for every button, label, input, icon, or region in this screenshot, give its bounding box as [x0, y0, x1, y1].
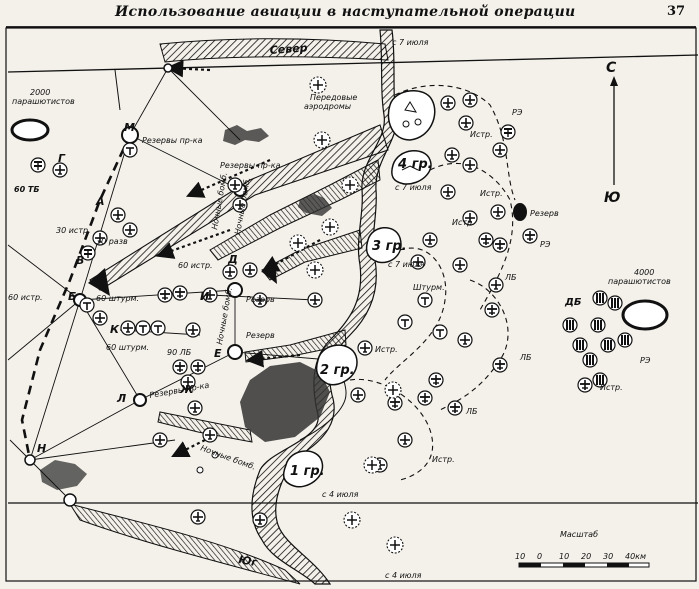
- label-re-1: РЭ: [512, 108, 523, 117]
- airfield-l: [133, 393, 147, 407]
- airfield-north: [163, 63, 173, 73]
- airfield-letter-g: Г: [58, 152, 66, 165]
- label-istr-r3: Истр.: [452, 218, 475, 227]
- front-band-north: [159, 38, 389, 63]
- label-lb-r3: ЛБ: [465, 407, 478, 416]
- label-night-l: Ночные бомб.: [199, 443, 257, 471]
- label-istr-dd: 60 истр.: [178, 261, 213, 270]
- scale-tick-label: 30: [603, 552, 613, 561]
- label-rezervy-d: Резервы пр-ка: [220, 161, 281, 170]
- label-razv-a: 30 разв: [96, 237, 128, 246]
- airfield-e: [227, 344, 243, 360]
- scale-label: Масштаб: [560, 530, 598, 539]
- label-tb60: 60 ТБ: [14, 185, 39, 194]
- paratroop-zone-left: [10, 118, 50, 142]
- airfield-south: [63, 493, 77, 507]
- compass: С Ю: [604, 60, 620, 206]
- date-gr3: с 7 июля: [388, 260, 425, 269]
- label-istr-a: 30 истр.: [56, 226, 91, 235]
- label-istr-r4: Истр.: [375, 345, 398, 354]
- front-label-north: Север: [269, 41, 308, 57]
- group-4: 4 гр.: [397, 157, 433, 172]
- airfield-letter-a: А: [95, 195, 105, 208]
- scale-tick-label: 10: [559, 552, 569, 561]
- bomber-route-left: [20, 134, 132, 461]
- front-line: [251, 29, 397, 585]
- page-number: 37: [667, 4, 686, 19]
- label-istr-r5: Истр.: [600, 383, 623, 392]
- label-rezerv-db: Резерв: [530, 209, 559, 218]
- label-istr-b: 60 истр.: [8, 293, 43, 302]
- label-lb-r1: ЛБ: [504, 273, 517, 282]
- airfield-letter-i: И: [200, 290, 209, 303]
- scale-tick-label: 20: [581, 552, 591, 561]
- front-band-south: [68, 503, 301, 585]
- airfield-letter-b: Б: [68, 290, 76, 303]
- label-rezervy-m: Резервы пр-ка: [142, 136, 203, 145]
- airfield-glyphs: [401, 101, 422, 171]
- date-top-right: с 7 июля: [392, 38, 429, 47]
- forest-areas: [40, 125, 332, 490]
- airfield-letter-n: Н: [37, 442, 46, 455]
- scale-tick-label: 0: [537, 552, 542, 561]
- label-rezerv-e: Резерв: [246, 331, 275, 340]
- airfield-letter-k: К: [110, 323, 120, 336]
- label-istr-r1: Истр.: [470, 130, 493, 139]
- label-db: ДБ: [564, 297, 582, 308]
- route-line-n: [114, 69, 121, 111]
- boundary-line-north: [7, 54, 699, 73]
- label-lb-90: 90 ЛБ: [167, 348, 192, 357]
- airfield-letter-zh: Ж: [179, 383, 194, 396]
- label-istr-r2: Истр.: [480, 189, 503, 198]
- airfield-i: [227, 282, 243, 298]
- label-shturm-b: 60 штурм.: [96, 294, 139, 303]
- airfield-letter-d: Д: [227, 253, 238, 266]
- compass-south: Ю: [604, 190, 620, 206]
- paratroop-zone-right: [621, 299, 669, 331]
- group-3: 3 гр.: [372, 239, 407, 254]
- date-gr1: с 4 июля: [322, 490, 359, 499]
- group-1: 1 гр.: [290, 464, 325, 479]
- page-title: Использование авиации в наступательной о…: [115, 4, 576, 20]
- airfield-letter-v: В: [76, 254, 84, 267]
- airfield-small-1: [196, 466, 204, 474]
- group-2: 2 гр.: [320, 363, 355, 378]
- airfield-small-2: [211, 451, 219, 459]
- label-istr-r6: Истр.: [432, 455, 455, 464]
- date-bottom-right: с 4 июля: [385, 571, 422, 580]
- attack-arrow-3-head: [262, 262, 277, 284]
- date-gr4: с 7 июля: [395, 183, 432, 192]
- attack-arrow-2: [209, 159, 381, 261]
- compass-north: С: [606, 60, 617, 76]
- reserve-blob: [513, 203, 527, 221]
- label-re-3: РЭ: [640, 356, 651, 365]
- attack-arrow-1-head: [88, 268, 110, 296]
- scale-tick-label: 10: [515, 552, 525, 561]
- scale-bar: Масштаб 10 0 10 20 30 40км: [515, 530, 650, 568]
- attack-arrow-5: [157, 411, 253, 443]
- airfield-n: [24, 454, 36, 466]
- airfield-letter-e: Е: [214, 347, 222, 360]
- scale-tick-label: 40км: [625, 552, 646, 561]
- label-shturm-r: Штурм.: [413, 283, 445, 292]
- attack-route-arrows: [155, 59, 321, 457]
- airfield-letter-m: М: [124, 121, 135, 134]
- airfield-zones: [349, 84, 516, 481]
- label-lb-r2: ЛБ: [519, 353, 532, 362]
- airfield-letter-l: Л: [116, 392, 126, 405]
- group-zones: [282, 90, 436, 488]
- label-re-2: РЭ: [540, 240, 551, 249]
- label-rezerv-i: Резерв: [246, 295, 275, 304]
- map-frame: [5, 27, 697, 582]
- label-shturm-k: 60 штурм.: [106, 343, 149, 352]
- front-label-south: Юг: [237, 553, 259, 569]
